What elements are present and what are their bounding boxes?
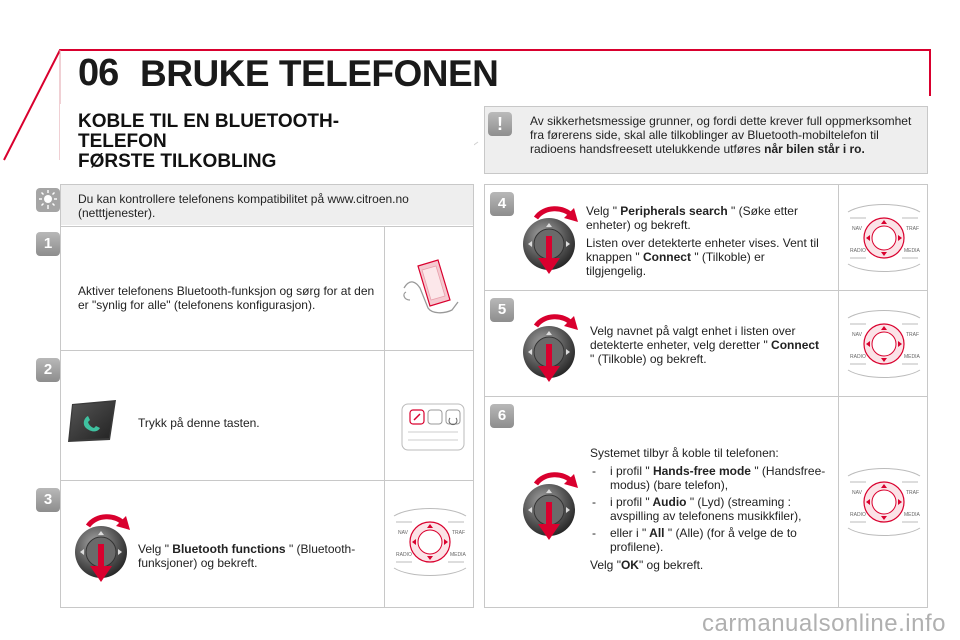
svg-text:MEDIA: MEDIA: [904, 248, 921, 254]
divider: [484, 396, 928, 397]
section-title-panel: [60, 104, 474, 180]
svg-text:RADIO: RADIO: [396, 552, 412, 558]
exclamation-icon: !: [488, 112, 512, 136]
phone-hand-icon: [403, 259, 459, 314]
svg-text:TRAF: TRAF: [906, 332, 919, 338]
rotary-knob-icon: [75, 514, 130, 582]
svg-text:RADIO: RADIO: [850, 512, 866, 518]
step-1-text: Aktiver telefonens Bluetooth-funksjon og…: [78, 284, 375, 312]
svg-text:MEDIA: MEDIA: [450, 552, 467, 558]
step-6-badge: 6: [490, 404, 514, 428]
control-panel-icon: NAV TRAF RADIO MEDIA: [393, 508, 467, 576]
tip-text: Du kan kontrollere telefonens kompatibil…: [78, 192, 409, 220]
divider: [60, 350, 474, 351]
left-steps-panel: [60, 184, 474, 608]
step-3-text: Velg " Bluetooth functions " (Bluetooth-…: [138, 542, 356, 570]
profile-option-all: eller i " All " (Alle) (for å velge de t…: [590, 526, 830, 554]
column-divider: [838, 184, 839, 608]
svg-text:TRAF: TRAF: [906, 490, 919, 496]
step-3-badge: 3: [36, 488, 60, 512]
control-panel-icon: NAV TRAF RADIO MEDIA: [847, 310, 921, 378]
svg-text:NAV: NAV: [398, 530, 409, 536]
svg-text:TRAF: TRAF: [906, 226, 919, 232]
rotary-knob-icon: [523, 472, 578, 540]
profile-option-audio: i profil " Audio " (Lyd) (streaming : av…: [590, 495, 830, 523]
svg-text:NAV: NAV: [852, 490, 863, 496]
divider: [60, 480, 474, 481]
rotary-knob-icon: [523, 314, 578, 382]
svg-text:NAV: NAV: [852, 332, 863, 338]
svg-text:TRAF: TRAF: [452, 530, 465, 536]
watermark: carmanualsonline.info: [702, 610, 946, 637]
step-2-text: Trykk på denne tasten.: [138, 416, 260, 430]
control-panel-icon: NAV TRAF RADIO MEDIA: [847, 204, 921, 272]
step-5-badge: 5: [490, 298, 514, 322]
tip-background: [61, 185, 473, 225]
warning-text: Av sikkerhetsmessige grunner, og fordi d…: [530, 114, 912, 156]
step-5-text: Velg navnet på valgt enhet i listen over…: [590, 324, 820, 366]
divider: [484, 290, 928, 291]
lightbulb-icon: [36, 188, 60, 212]
dashboard-buttons-icon: [401, 403, 465, 451]
section-subtitle: FØRSTE TILKOBLING: [78, 151, 277, 172]
step-4-badge: 4: [490, 192, 514, 216]
svg-text:RADIO: RADIO: [850, 354, 866, 360]
step-2-badge: 2: [36, 358, 60, 382]
svg-text:MEDIA: MEDIA: [904, 354, 921, 360]
step-4-text: Velg " Peripherals search " (Søke etter …: [586, 204, 819, 278]
control-panel-icon: NAV TRAF RADIO MEDIA: [847, 468, 921, 536]
step-1-badge: 1: [36, 232, 60, 256]
section-title: KOBLE TIL EN BLUETOOTH- TELEFON: [78, 111, 340, 152]
page-title: BRUKE TELEFONEN: [140, 53, 499, 94]
chapter-number: 06: [78, 52, 119, 94]
svg-text:MEDIA: MEDIA: [904, 512, 921, 518]
svg-text:RADIO: RADIO: [850, 248, 866, 254]
phone-key-button: [68, 400, 116, 442]
svg-text:NAV: NAV: [852, 226, 863, 232]
column-divider: [384, 226, 385, 608]
divider: [60, 226, 474, 227]
rotary-knob-icon: [523, 206, 578, 274]
step-6-text: Systemet tilbyr å koble til telefonen: i…: [590, 446, 830, 572]
warning-panel: [484, 106, 928, 174]
profile-option-handsfree: i profil " Hands-free mode " (Handsfree-…: [590, 464, 830, 492]
